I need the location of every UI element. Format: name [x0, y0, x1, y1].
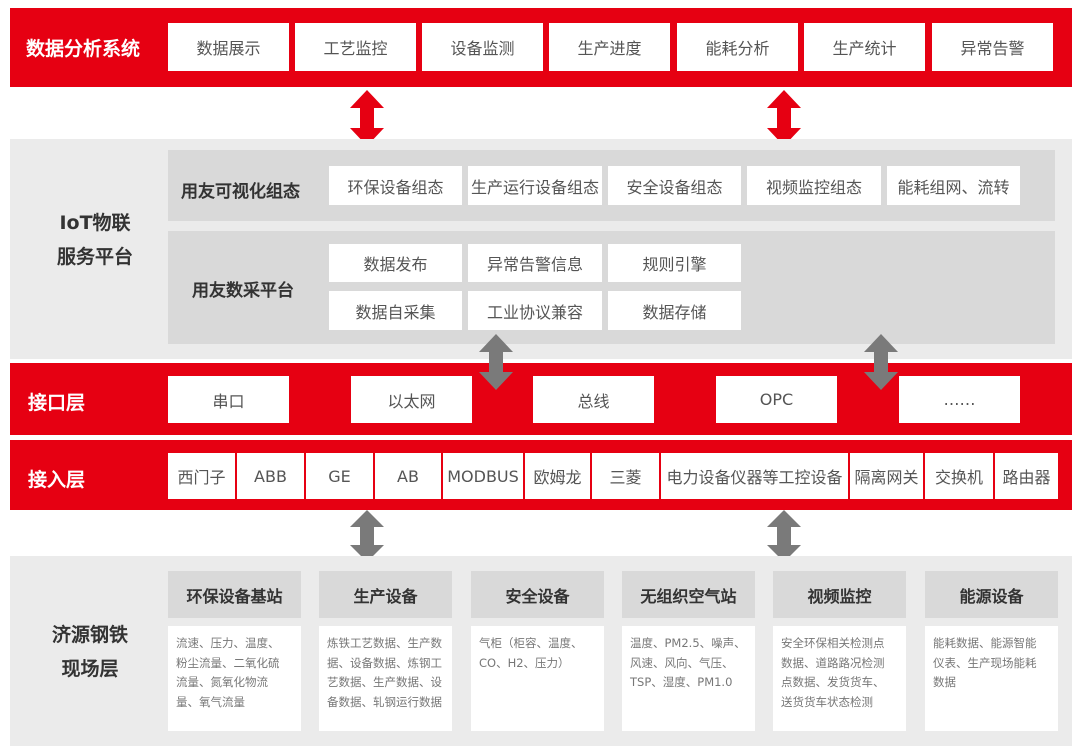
access-item-abb[interactable]: ABB — [237, 453, 304, 499]
card-text-line: 量、氧气流量 — [176, 694, 245, 709]
collect-item-rule-engine[interactable]: 规则引擎 — [608, 244, 741, 282]
double-arrow-vertical-icon — [350, 90, 384, 146]
analysis-item-anomaly-alarm[interactable]: 异常告警 — [932, 23, 1053, 71]
analysis-layer-title: 数据分析系统 — [26, 38, 141, 60]
card-text-line: 炼铁工艺数据、生产数 — [327, 636, 442, 650]
collect-item-alarm-info[interactable]: 异常告警信息 — [468, 244, 602, 282]
analysis-item-process-monitor[interactable]: 工艺监控 — [295, 23, 416, 71]
site-card-video-body: 安全环保相关检测点 数据、道路路况检测 点数据、发货货车、 送货货车状态检测 — [773, 626, 906, 731]
site-card-safety-head: 安全设备 — [471, 571, 604, 618]
access-item-power-instruments[interactable]: 电力设备仪器等工控设备 — [661, 453, 848, 499]
site-card-energy-body: 能耗数据、能源智能 仪表、生产现场能耗 数据 — [925, 626, 1058, 731]
iot-layer-title: IoT物联 服务平台 — [20, 206, 170, 274]
site-layer-title-line2: 现场层 — [61, 658, 119, 680]
interface-item-opc[interactable]: OPC — [716, 376, 837, 423]
card-text-line: 艺数据、生产数据、设 — [327, 675, 442, 689]
access-item-modbus[interactable]: MODBUS — [443, 453, 523, 499]
interface-item-serial[interactable]: 串口 — [168, 376, 289, 423]
site-card-air-station-head: 无组织空气站 — [622, 571, 755, 618]
collect-item-data-publish[interactable]: 数据发布 — [329, 244, 462, 282]
access-layer-title: 接入层 — [28, 469, 86, 491]
interface-item-bus[interactable]: 总线 — [533, 376, 654, 423]
collect-item-self-collect[interactable]: 数据自采集 — [329, 291, 462, 330]
interface-item-ethernet[interactable]: 以太网 — [351, 376, 472, 423]
access-item-siemens[interactable]: 西门子 — [168, 453, 235, 499]
card-text-line: 流量、氮氧化物流 — [176, 675, 268, 689]
card-text-line: 数据 — [933, 675, 956, 689]
card-text-line: 安全环保相关检测点 — [781, 636, 885, 650]
site-card-safety-body: 气柜（柜容、温度、 CO、H2、压力） — [471, 626, 604, 731]
interface-layer-title: 接口层 — [28, 392, 86, 414]
data-collection-title: 用友数采平台 — [192, 281, 294, 301]
site-card-production-body: 炼铁工艺数据、生产数 据、设备数据、炼钢工 艺数据、生产数据、设 备数据、轧钢运… — [319, 626, 452, 731]
access-item-omron[interactable]: 欧姆龙 — [525, 453, 590, 499]
double-arrow-vertical-icon — [767, 510, 801, 562]
site-card-env-station-head: 环保设备基站 — [168, 571, 301, 618]
double-arrow-vertical-icon — [864, 334, 898, 390]
access-item-switch[interactable]: 交换机 — [925, 453, 993, 499]
access-item-ge[interactable]: GE — [306, 453, 373, 499]
card-text-line: CO、H2、压力） — [479, 655, 570, 670]
site-card-air-station-body: 温度、PM2.5、噪声、 风速、风向、气压、 TSP、湿度、PM1.0 — [622, 626, 755, 731]
card-text-line: 数据、道路路况检测 — [781, 655, 885, 670]
card-text-line: 风速、风向、气压、 — [630, 655, 734, 670]
collect-item-data-storage[interactable]: 数据存储 — [608, 291, 741, 330]
card-text-line: 粉尘流量、二氧化硫 — [176, 655, 280, 670]
analysis-item-production-progress[interactable]: 生产进度 — [549, 23, 670, 71]
access-item-router[interactable]: 路由器 — [995, 453, 1058, 499]
visual-item-production-config[interactable]: 生产运行设备组态 — [468, 166, 602, 205]
site-card-production-head: 生产设备 — [319, 571, 452, 618]
card-text-line: 仪表、生产现场能耗 — [933, 655, 1037, 670]
visual-item-safety-config[interactable]: 安全设备组态 — [608, 166, 741, 205]
collect-item-protocol-compat[interactable]: 工业协议兼容 — [468, 291, 602, 330]
card-text-line: TSP、湿度、PM1.0 — [630, 675, 733, 689]
interface-item-more[interactable]: …… — [899, 376, 1020, 423]
double-arrow-vertical-icon — [350, 510, 384, 562]
card-text-line: 能耗数据、能源智能 — [933, 636, 1037, 650]
double-arrow-vertical-icon — [479, 334, 513, 390]
visual-item-energy-network[interactable]: 能耗组网、流转 — [887, 166, 1020, 205]
iot-layer-title-line2: 服务平台 — [56, 246, 133, 268]
visual-item-env-config[interactable]: 环保设备组态 — [329, 166, 462, 205]
access-item-isolation-gateway[interactable]: 隔离网关 — [850, 453, 923, 499]
card-text-line: 据、设备数据、炼钢工 — [327, 655, 442, 670]
analysis-item-energy-analysis[interactable]: 能耗分析 — [677, 23, 798, 71]
access-item-ab[interactable]: AB — [375, 453, 441, 499]
card-text-line: 流速、压力、温度、 — [176, 636, 280, 650]
card-text-line: 气柜（柜容、温度、 — [479, 636, 583, 650]
card-text-line: 送货货车状态检测 — [781, 694, 873, 709]
analysis-item-equipment-monitor[interactable]: 设备监测 — [422, 23, 543, 71]
double-arrow-vertical-icon — [767, 90, 801, 146]
access-item-mitsubishi[interactable]: 三菱 — [592, 453, 659, 499]
analysis-item-production-stats[interactable]: 生产统计 — [804, 23, 925, 71]
card-text-line: 备数据、轧钢运行数据 — [327, 694, 442, 709]
iot-layer-title-line1: IoT物联 — [59, 212, 131, 234]
site-layer-title: 济源钢铁 现场层 — [20, 618, 160, 686]
card-text-line: 温度、PM2.5、噪声、 — [630, 636, 746, 650]
site-card-env-station-body: 流速、压力、温度、 粉尘流量、二氧化硫 流量、氮氧化物流 量、氧气流量 — [168, 626, 301, 731]
card-text-line: 点数据、发货货车、 — [781, 675, 885, 689]
site-layer-title-line1: 济源钢铁 — [51, 624, 128, 646]
site-card-energy-head: 能源设备 — [925, 571, 1058, 618]
site-card-video-head: 视频监控 — [773, 571, 906, 618]
analysis-item-data-display[interactable]: 数据展示 — [168, 23, 289, 71]
visual-item-video-config[interactable]: 视频监控组态 — [747, 166, 881, 205]
visual-config-title: 用友可视化组态 — [181, 182, 300, 202]
